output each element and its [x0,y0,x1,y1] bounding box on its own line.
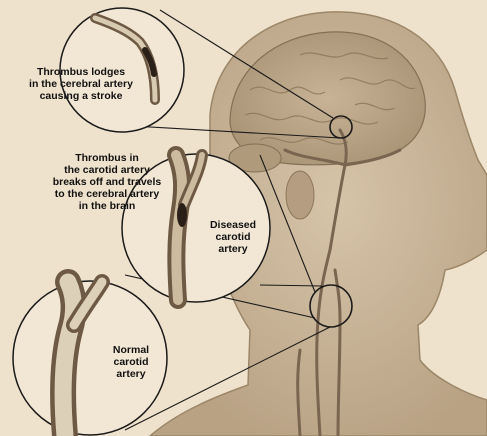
label-thrombus-lodges: Thrombus lodges in the cerebral artery c… [6,66,156,102]
ear [286,171,314,219]
label-diseased-carotid: Diseased carotid artery [198,219,268,255]
label-normal-carotid: Normal carotid artery [96,344,166,380]
label-thrombus-breaks-off: Thrombus in the carotid artery breaks of… [32,152,182,212]
